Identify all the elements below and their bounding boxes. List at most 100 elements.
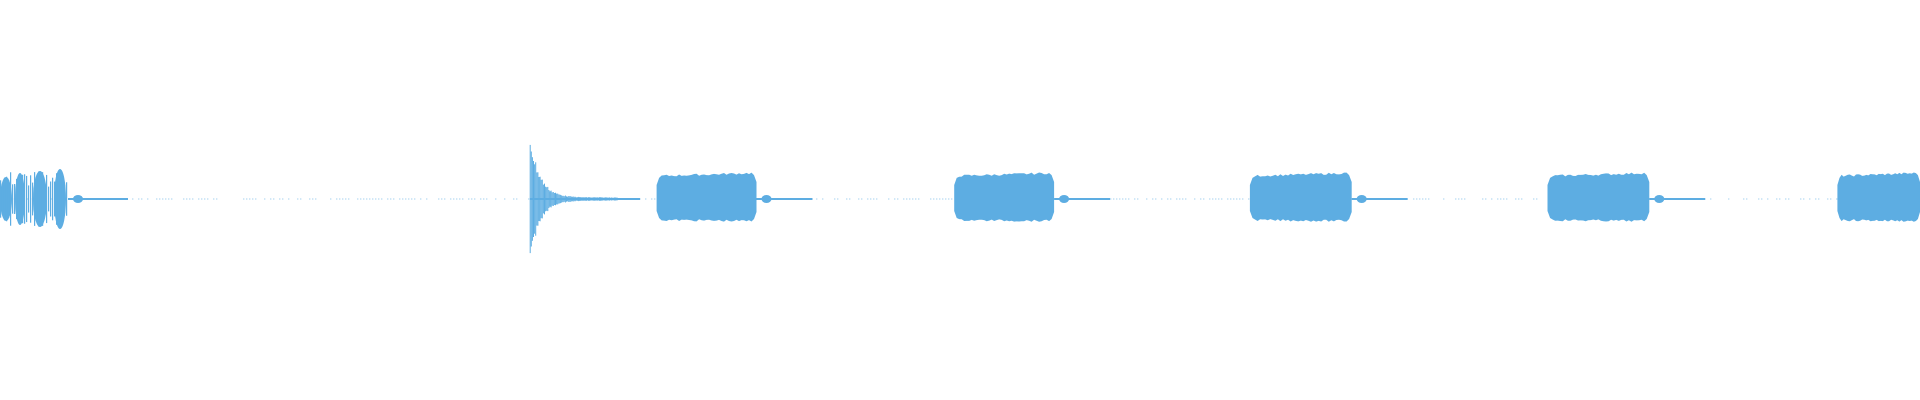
noise-tick [171, 198, 173, 200]
noise-tick [1464, 198, 1466, 200]
noise-tick [372, 198, 374, 200]
pulse-stroke [6, 176, 8, 222]
noise-tick [246, 198, 248, 200]
noise-tick [504, 198, 506, 200]
noise-tick [876, 198, 878, 200]
pulse-stroke [12, 184, 14, 214]
noise-tick [942, 198, 944, 200]
noise-tick [903, 198, 905, 200]
waveform-segment-5 [1249, 172, 1408, 222]
noise-tick [165, 198, 167, 200]
pulse-stroke [44, 184, 46, 214]
noise-tick [270, 198, 272, 200]
noise-tick [483, 198, 485, 200]
noise-tick [156, 198, 158, 200]
noise-tick [147, 198, 149, 200]
noise-tick [444, 198, 446, 200]
noise-tick [816, 198, 818, 200]
noise-tick [204, 198, 206, 200]
noise-tick [1776, 198, 1778, 200]
noise-tick [183, 198, 185, 200]
pulse-stroke [56, 173, 58, 225]
waveform-segment-layer [0, 144, 1920, 254]
noise-tick [1503, 198, 1505, 200]
noise-tick [909, 198, 911, 200]
pulse-stroke [18, 180, 20, 218]
pulse-stroke [4, 177, 6, 221]
noise-tick [168, 198, 170, 200]
noise-tick [468, 198, 470, 200]
noise-tick [264, 198, 266, 200]
noise-tick [1800, 198, 1802, 200]
pulse-stroke [28, 185, 30, 213]
pulse-stroke [64, 184, 66, 214]
noise-tick [405, 198, 407, 200]
noise-tick [279, 198, 281, 200]
noise-tick [414, 198, 416, 200]
noise-tick [1215, 198, 1217, 200]
noise-tick [348, 198, 350, 200]
noise-tick [1506, 198, 1508, 200]
pulse-stroke [66, 182, 68, 216]
noise-tick [1533, 198, 1535, 200]
noise-tick [1110, 198, 1112, 200]
noise-tick [867, 198, 869, 200]
noise-tick [1167, 198, 1169, 200]
noise-tick [312, 198, 314, 200]
noise-tick [300, 198, 302, 200]
noise-tick [1236, 198, 1238, 200]
tone-burst [1547, 172, 1650, 222]
pulse-stroke [52, 177, 54, 221]
noise-tick [1185, 198, 1187, 200]
noise-tick [1242, 198, 1244, 200]
noise-tick [381, 198, 383, 200]
noise-tick [1743, 198, 1745, 200]
pulse-stroke [26, 175, 28, 223]
noise-tick [1416, 198, 1418, 200]
noise-tick [255, 198, 257, 200]
noise-tick [906, 198, 908, 200]
noise-tick [399, 198, 401, 200]
noise-tick [1428, 198, 1430, 200]
pulse-stroke [14, 184, 16, 214]
noise-tick [1134, 198, 1136, 200]
noise-tick [186, 198, 188, 200]
waveform-segment-2 [529, 144, 641, 254]
noise-tick [1128, 198, 1130, 200]
noise-tick [1200, 198, 1202, 200]
noise-tick [336, 198, 338, 200]
noise-tick [459, 198, 461, 200]
noise-tick [645, 198, 647, 200]
noise-tick [471, 198, 473, 200]
noise-tick [189, 198, 191, 200]
noise-tick [456, 198, 458, 200]
pulse-stroke [34, 172, 36, 226]
pulse-stroke [22, 174, 24, 224]
noise-tick [450, 198, 452, 200]
noise-tick [1248, 198, 1250, 200]
noise-tick [207, 198, 209, 200]
noise-tick [1497, 198, 1499, 200]
noise-tick [1170, 198, 1172, 200]
noise-tick [897, 198, 899, 200]
noise-tick [1425, 198, 1427, 200]
noise-tick [1227, 198, 1229, 200]
noise-tick [822, 198, 824, 200]
tail-line [756, 198, 813, 200]
noise-tick [390, 198, 392, 200]
noise-tick [1767, 198, 1769, 200]
noise-tick [837, 198, 839, 200]
noise-tick [402, 198, 404, 200]
noise-tick [309, 198, 311, 200]
noise-tick [939, 198, 941, 200]
noise-tick [834, 198, 836, 200]
noise-tick [462, 198, 464, 200]
noise-tick [1113, 198, 1115, 200]
pulse-stroke [50, 181, 52, 217]
pulse-stroke [0, 180, 2, 218]
noise-tick [930, 198, 932, 200]
tone-burst [1249, 172, 1352, 222]
noise-tick [870, 198, 872, 200]
noise-tick [948, 198, 950, 200]
